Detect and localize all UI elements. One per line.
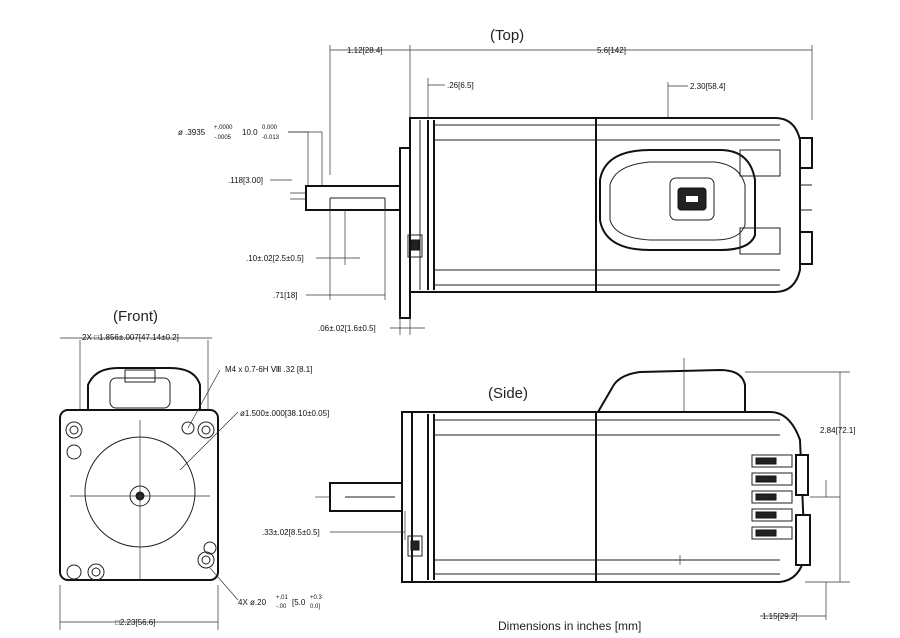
dimensions-footer-note: Dimensions in inches [mm] xyxy=(498,619,641,633)
mount-holes-tol-plus: +.01 xyxy=(276,595,289,601)
front-view: (Front) 2X □1.856±.007[47.14±0.2] M4 xyxy=(59,308,329,630)
dim-side-shaft-offset: .33±.02[8.5±0.5] xyxy=(262,528,320,537)
dim-flat-length: .71[18] xyxy=(273,291,297,300)
dim-mount-holes: 4X ø.20 xyxy=(238,598,267,607)
shaft-dia-mm-minus: -0.013 xyxy=(262,135,280,141)
shaft-dia-mm-plus: 0.000 xyxy=(262,125,278,131)
dim-pilot-diameter: ø1.500±.000[38.10±0.05] xyxy=(240,409,329,418)
dim-square-size: □2.23[56.6] xyxy=(115,618,155,627)
side-connector-hump xyxy=(596,368,746,413)
dim-side-height: 2.84[72.1] xyxy=(820,426,856,435)
dim-shaft-diameter: ø .3935 xyxy=(178,128,206,137)
dim-side-bottom: 1.15[29.2] xyxy=(762,612,798,621)
top-view: (Top) 1.12[28.4] 5.6[142] .26[6.5] 2.30[… xyxy=(178,27,813,335)
dim-thread: M4 x 0.7-6H Ⅷ .32 [8.1] xyxy=(225,365,312,374)
mount-holes-tol-minus: -.00 xyxy=(276,604,287,610)
top-connector-tab xyxy=(407,234,423,258)
mount-holes-mm: [5.0 xyxy=(292,598,306,607)
side-connector-stack xyxy=(751,454,811,566)
shaft-dia-tol-minus: -.0005 xyxy=(214,135,232,141)
top-view-title: (Top) xyxy=(490,27,524,44)
front-connector-top xyxy=(87,367,201,413)
dim-connector-offset: 2.30[58.4] xyxy=(690,82,726,91)
front-mount-holes xyxy=(65,421,217,581)
mount-holes-mm-plus: +0.3 xyxy=(310,595,323,601)
dim-flat-depth: .118[3.00] xyxy=(228,176,263,185)
dim-pilot-depth: .26[6.5] xyxy=(447,81,474,90)
shaft-dia-tol-plus: +.0000 xyxy=(214,125,233,131)
dim-flange-thickness: .06±.02[1.6±0.5] xyxy=(318,324,376,333)
side-motor-body xyxy=(411,411,807,583)
front-view-title: (Front) xyxy=(113,308,158,325)
shaft-dia-mm: 10.0 xyxy=(242,128,258,137)
dim-flat-start: .10±.02[2.5±0.5] xyxy=(246,254,304,263)
dim-overall-length: 5.6[142] xyxy=(597,46,626,55)
top-flange xyxy=(399,147,411,319)
dim-bolt-pitch: 2X □1.856±.007[47.14±0.2] xyxy=(82,333,179,342)
side-view-title: (Side) xyxy=(488,385,528,402)
mount-holes-mm-minus: 0.0] xyxy=(310,604,320,610)
dim-flange-length: 1.12[28.4] xyxy=(347,46,383,55)
side-view: (Side) xyxy=(262,358,856,621)
